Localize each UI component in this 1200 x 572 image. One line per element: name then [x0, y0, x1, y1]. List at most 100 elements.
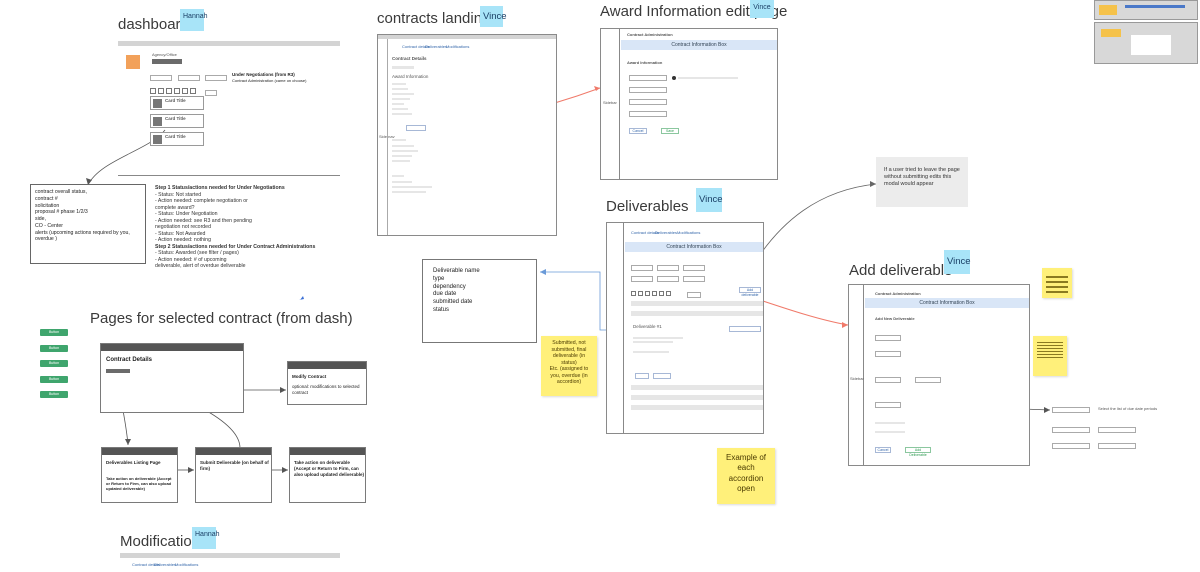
add-input-from[interactable]: [875, 377, 901, 383]
deliv-button-2[interactable]: [653, 373, 671, 379]
due-period-select[interactable]: [1052, 407, 1090, 413]
owner-sticky-dashboard: Hannah: [180, 9, 208, 31]
deliv-add-button[interactable]: Add deliverable: [739, 287, 761, 297]
landing-edit-button[interactable]: [406, 125, 426, 131]
thumbnail-1[interactable]: [1094, 0, 1198, 20]
sort-select[interactable]: [205, 90, 217, 96]
add-input-status[interactable]: [875, 402, 901, 408]
due-period-input-3[interactable]: [1098, 443, 1136, 449]
status-box: contract overall status, contract # soli…: [30, 184, 146, 264]
card-thumb-icon: [153, 135, 162, 144]
deliv-row-5[interactable]: [631, 405, 763, 410]
deliverable-listing-dialog: Deliverables Listing Page Take action on…: [101, 447, 178, 503]
arrowhead-submit: [188, 467, 194, 473]
thumbnail-2[interactable]: [1094, 22, 1198, 64]
deliv-row-3[interactable]: [631, 385, 763, 390]
award-input-2[interactable]: [629, 87, 667, 93]
deliverable-listing-sub: Take action on deliverable (Accept or Re…: [106, 476, 172, 492]
dashboard-dropdown[interactable]: [152, 59, 182, 64]
deliv-row-2[interactable]: [631, 311, 763, 316]
green-button-2[interactable]: Button: [40, 345, 68, 352]
award-radio-text: [678, 77, 738, 79]
deliv-sort[interactable]: [687, 292, 701, 298]
filter-input-3[interactable]: [205, 75, 227, 81]
add-header: Contract Administration: [875, 291, 921, 296]
add-input-type[interactable]: [875, 351, 901, 357]
due-period-select-2[interactable]: [1052, 427, 1090, 433]
checkbox-5[interactable]: [182, 88, 188, 94]
filter-input-2[interactable]: [178, 75, 200, 81]
deliv-action-button[interactable]: [729, 326, 761, 332]
leave-modal-note: If a user tried to leave the page withou…: [876, 157, 968, 207]
add-side-divider: [863, 285, 864, 465]
deliv-banner: Contract Information Box: [625, 242, 763, 252]
green-button-5[interactable]: Button: [40, 391, 68, 398]
checkbox-3[interactable]: [166, 88, 172, 94]
add-banner: Contract Information Box: [865, 298, 1029, 308]
deliv-filter-1[interactable]: [631, 265, 653, 271]
add-cancel-button[interactable]: Cancel: [875, 447, 891, 453]
deliv-check-4[interactable]: [652, 291, 657, 296]
dashboard-title: dashboard: [118, 16, 189, 33]
landing-line-3: [392, 88, 408, 90]
dashboard-card-1[interactable]: Card Title: [150, 96, 204, 110]
deliv-filter-4[interactable]: [631, 276, 653, 282]
green-button-1[interactable]: Button: [40, 329, 68, 336]
award-input-1[interactable]: [629, 75, 667, 81]
add-submit-button[interactable]: Add Deliverable: [905, 447, 931, 457]
deliv-filter-3[interactable]: [683, 265, 705, 271]
menu-icon[interactable]: [126, 55, 140, 69]
award-save-button[interactable]: Save: [661, 128, 679, 134]
deliv-side-divider: [623, 223, 624, 433]
deliv-row-4[interactable]: [631, 395, 763, 400]
landing-line-7: [392, 108, 408, 110]
tab-deliverables[interactable]: Deliverables: [425, 44, 448, 49]
green-button-4[interactable]: Button: [40, 376, 68, 383]
landing-award-label: Award Information: [392, 74, 429, 79]
award-cancel-button[interactable]: Cancel: [629, 128, 647, 134]
owner-sticky-deliverables: Vince: [696, 188, 723, 212]
lined-sticky-note-2: [1033, 336, 1067, 376]
dashboard-divider: [118, 175, 340, 176]
deliv-tab-deliverables[interactable]: Deliverables: [655, 230, 678, 235]
deliv-filter-6[interactable]: [683, 276, 705, 282]
deliv-filter-2[interactable]: [657, 265, 679, 271]
deliv-check-2[interactable]: [638, 291, 643, 296]
tab-contract-details[interactable]: Contract details: [402, 44, 430, 49]
add-input-to[interactable]: [915, 377, 941, 383]
modify-contract-sub: optional: modifications to selected cont…: [292, 384, 360, 395]
deliv-button-1[interactable]: [635, 373, 649, 379]
contracts-landing-title: contracts landing: [377, 10, 491, 27]
deliv-check-6[interactable]: [666, 291, 671, 296]
dashboard-card-3[interactable]: Card Title: [150, 132, 204, 146]
deliv-check-1[interactable]: [631, 291, 636, 296]
award-input-3[interactable]: [629, 99, 667, 105]
checkbox-4[interactable]: [174, 88, 180, 94]
mod-tab-modifications[interactable]: Modifications: [175, 562, 199, 567]
checkbox-6[interactable]: [190, 88, 196, 94]
deliv-tab-details[interactable]: Contract details: [631, 230, 659, 235]
deliv-tab-modifications[interactable]: Modifications: [677, 230, 701, 235]
modify-contract-heading: Modify Contract: [292, 374, 327, 379]
due-period-select-3[interactable]: [1052, 443, 1090, 449]
add-section: Add New Deliverable: [875, 316, 915, 321]
deliv-check-3[interactable]: [645, 291, 650, 296]
deliv-row-1[interactable]: [631, 301, 763, 306]
tab-modifications[interactable]: Modifications: [446, 44, 470, 49]
mod-tab-deliverables[interactable]: Deliverables: [154, 562, 177, 567]
due-period-input-2[interactable]: [1098, 427, 1136, 433]
deliv-filter-5[interactable]: [657, 276, 679, 282]
filter-input-1[interactable]: [150, 75, 172, 81]
checkbox-1[interactable]: [150, 88, 156, 94]
award-radio[interactable]: [672, 76, 676, 80]
green-button-3[interactable]: Button: [40, 360, 68, 367]
mod-tab-details[interactable]: Contract details: [132, 562, 160, 567]
arrowhead-award: [594, 86, 600, 91]
contract-details-heading: Contract Details: [106, 357, 153, 363]
checkbox-2[interactable]: [158, 88, 164, 94]
add-input-name[interactable]: [875, 335, 901, 341]
dashboard-card-2[interactable]: Card Title: [150, 114, 204, 128]
award-input-4[interactable]: [629, 111, 667, 117]
deliv-check-5[interactable]: [659, 291, 664, 296]
card-title-2: Card Title: [165, 116, 186, 121]
